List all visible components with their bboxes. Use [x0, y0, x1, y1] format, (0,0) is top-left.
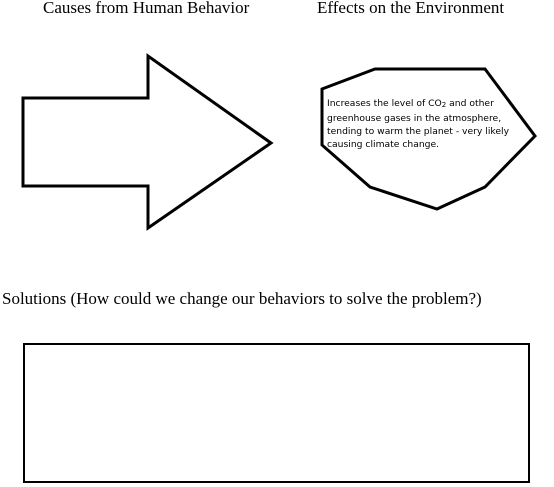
- co2-subscript: 2: [441, 101, 447, 109]
- solutions-box[interactable]: [23, 343, 530, 483]
- causes-heading: Causes from Human Behavior: [43, 0, 250, 17]
- effect-description: Increases the level of CO2 and other gre…: [327, 97, 531, 151]
- effect-hexagon[interactable]: [320, 67, 537, 211]
- solutions-heading: Solutions (How could we change our behav…: [2, 289, 482, 308]
- cause-arrow[interactable]: [21, 53, 274, 231]
- effects-heading: Effects on the Environment: [317, 0, 505, 17]
- effect-text-start: Increases the level of CO: [327, 98, 442, 109]
- effect-text-end: and other greenhouse gases in the atmosp…: [327, 98, 510, 150]
